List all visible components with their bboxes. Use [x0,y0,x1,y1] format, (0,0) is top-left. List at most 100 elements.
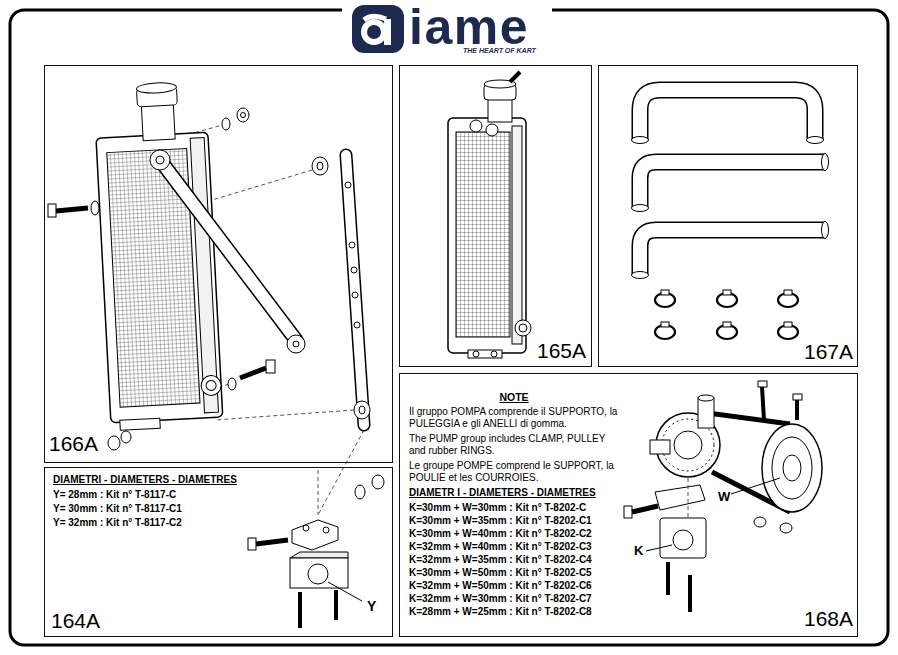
pump-drawing [668,562,690,612]
radiator-assembly [120,418,160,430]
radiator-assembly [222,118,230,130]
brand-icon [384,19,391,45]
radiator-assembly [317,162,323,170]
radiator-assembly [349,242,355,248]
radiator-drawing [515,320,531,336]
clamp-drawing [248,538,256,550]
pump-drawing [655,485,705,510]
text-column: NOTEIl gruppo POMPA comprende il SUPPORT… [409,391,619,618]
pump-drawing [624,381,822,612]
radiator-assembly [136,82,176,94]
callout-number: 168A [804,607,853,631]
radiator-assembly [95,124,364,515]
pump-drawing [698,398,714,428]
clamp-drawing [290,552,348,558]
hose-drawing [807,137,824,144]
hose-clamp [723,322,731,327]
radiator-drawing [468,350,502,358]
brand-icon [342,0,552,60]
radiator-drawing [512,126,522,344]
pump-drawing [780,523,792,533]
radiator-assembly [108,436,120,450]
pump-drawing [650,440,670,454]
callout-number: 165A [537,339,586,363]
clamp-drawing [372,475,384,489]
table-row: K=32mm + W=35mm : Kit n° T-8202-C4 [409,553,619,566]
radiator-assembly [121,431,131,443]
radiator-assembly [156,156,164,164]
table-row: K=30mm + W=40mm : Kit n° T-8202-C2 [409,527,619,540]
hose-drawing [632,272,649,279]
table-heading: DIAMETRI - DIAMETERS - DIAMETRES [53,474,237,486]
clamp-drawing [308,564,328,584]
pump-drawing [646,545,672,551]
radiator-drawing [448,118,526,353]
radiator-assembly [160,160,296,340]
dimension-label: W [718,490,730,505]
radiator-assembly [346,155,364,425]
note-text: The PUMP group includes CLAMP, PULLEY an… [409,433,619,456]
note-text: Le groupe POMPE comprend le SUPPORT, la … [409,460,619,483]
clamp-drawing [328,582,362,601]
clamp-drawing [323,527,329,533]
pump-drawing [674,431,702,459]
hose-drawing [640,162,825,208]
dimension-label: K [634,544,643,559]
radiator-drawing [470,120,482,132]
table-row: Y= 30mm : Kit n° T-8117-C1 [53,503,182,515]
hose-drawing [822,154,829,171]
hose-drawing [640,230,825,275]
radiator-assembly [237,108,249,122]
radiator-assembly [359,406,365,414]
pump-drawing [698,395,714,401]
hose-clamp [655,290,798,339]
hose-drawing [632,90,829,279]
radiator-assembly [346,155,364,425]
parts-panel: 165A [399,65,592,367]
hose-clamp [784,322,792,327]
clamp-drawing [318,470,319,515]
pump-drawing [688,478,689,518]
pump-drawing [762,424,822,512]
radiator-drawing [486,124,498,136]
table-row: Y= 32mm : Kit n° T-8117-C2 [53,517,182,529]
radiator-assembly [56,208,88,211]
hose-drawing [822,222,829,239]
pump-drawing [762,387,764,420]
radiator-assembly [312,157,328,175]
hose-drawing [640,90,815,140]
table-row: K=28mm + W=25mm : Kit n° T-8202-C8 [409,605,619,618]
hose-clamp [661,322,669,327]
clamp-drawing [256,540,288,544]
note-heading: NOTE [409,391,619,403]
pump-drawing [731,478,780,494]
radiator-assembly [354,401,370,419]
callout-number: 166A [49,432,98,456]
radiator-assembly [91,201,99,215]
radiator-assembly [190,138,218,413]
pump-drawing [632,506,658,512]
radiator-assembly [287,335,305,353]
radiator-assembly [266,360,275,373]
pump-drawing [793,394,802,400]
radiator-drawing [510,72,520,82]
hose-drawing [640,162,825,208]
brand-logo: iame [409,2,529,52]
table-row: Y= 28mm : Kit n° T-8117-C [53,489,176,501]
clamp-drawing [300,590,336,628]
pump-drawing [783,455,801,481]
brand-icon [342,0,552,60]
radiator-assembly [228,378,236,390]
radiator-assembly [150,150,170,170]
hose-clamp [661,290,669,295]
pump-drawing [624,506,632,518]
radiator-assembly [93,80,223,430]
table-heading: DIAMETR I - DIAMETERS - DIAMETRES [409,487,619,499]
pump-drawing [754,517,766,527]
brand-icon [352,5,404,53]
radiator-assembly [206,380,217,391]
parts-panel: 167A [598,65,858,367]
table-row: K=30mm + W=30mm : Kit n° T-8202-C [409,501,619,514]
radiator-assembly [241,113,246,118]
